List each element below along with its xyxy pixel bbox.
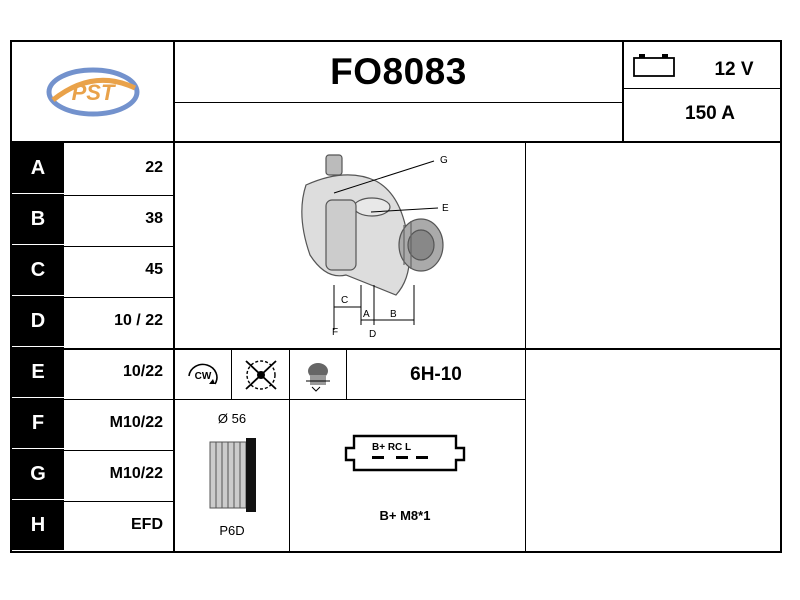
logo-text: PST	[71, 80, 115, 105]
dimension-value-a: 22	[145, 159, 163, 176]
battery-icon	[632, 50, 678, 78]
row-sep-4	[10, 348, 782, 350]
dimension-label-a: A	[12, 143, 64, 193]
diagram-label-b: B	[390, 309, 397, 320]
dimension-label-h: H	[12, 500, 64, 550]
dimension-value-b: 38	[145, 210, 163, 227]
spec-divider	[622, 40, 624, 142]
voltage: 12 V	[714, 59, 754, 80]
pulley-diameter: Ø 56	[217, 410, 247, 426]
cw-text: CW	[195, 371, 212, 382]
icon-div-2	[346, 348, 347, 400]
dimension-value-f: M10/22	[109, 414, 163, 431]
dimension-value-g: M10/22	[109, 465, 163, 482]
dimension-label-f: F	[12, 398, 64, 448]
connector-icon: B+ RC L	[340, 430, 470, 474]
dimension-value-h: EFD	[131, 516, 163, 533]
amperage: 150 A	[685, 103, 735, 124]
row-sep-1	[12, 195, 174, 196]
diagram-right-line	[525, 141, 526, 553]
logo-graphic: PST	[46, 67, 139, 116]
dimension-value-d: 10 / 22	[114, 312, 163, 329]
header-bottom-line	[10, 141, 782, 143]
pulley-icon	[206, 436, 260, 516]
belt-spec: 6H-10	[410, 363, 462, 385]
logo-divider	[173, 40, 175, 553]
frame-left	[10, 40, 12, 553]
frame-bottom	[10, 551, 782, 553]
diagram-label-c: C	[341, 295, 348, 306]
brand-logo: PST	[12, 42, 173, 141]
row-sep-3	[12, 297, 174, 298]
dimension-label-b: B	[12, 194, 64, 244]
dimension-label-c: C	[12, 245, 64, 295]
alternator-diagram: G E C A B F D	[276, 145, 476, 345]
row-sep-7	[12, 501, 174, 502]
dimension-value-c: 45	[145, 261, 163, 278]
terminal-spec: B+ M8*1	[379, 507, 431, 523]
row-sep-2	[12, 246, 174, 247]
frame-right	[780, 40, 782, 553]
clockwise-rotation-icon: CW	[175, 350, 231, 399]
diagram-label-e: E	[442, 203, 449, 214]
spec-middle-line	[622, 88, 782, 89]
part-number: FO8083	[330, 51, 467, 92]
pulley-divider	[289, 348, 290, 553]
icon-div-1	[231, 348, 232, 400]
frame-top	[10, 40, 782, 42]
fan-icon	[232, 350, 289, 399]
title-underline	[173, 102, 623, 103]
row-sep-5	[12, 399, 526, 400]
diagram-label-a: A	[363, 309, 370, 320]
diagram-label-d: D	[369, 329, 376, 340]
dimension-label-g: G	[12, 449, 64, 499]
diagram-label-f: F	[332, 327, 338, 338]
dimension-label-d: D	[12, 296, 64, 346]
regulator-icon	[290, 350, 346, 399]
pulley-type: P6D	[219, 522, 245, 538]
diagram-label-g: G	[440, 155, 448, 166]
row-sep-6	[12, 450, 174, 451]
connector-pins: B+ RC L	[372, 442, 411, 453]
dimension-label-e: E	[12, 347, 64, 397]
dimension-value-e: 10/22	[122, 363, 163, 380]
